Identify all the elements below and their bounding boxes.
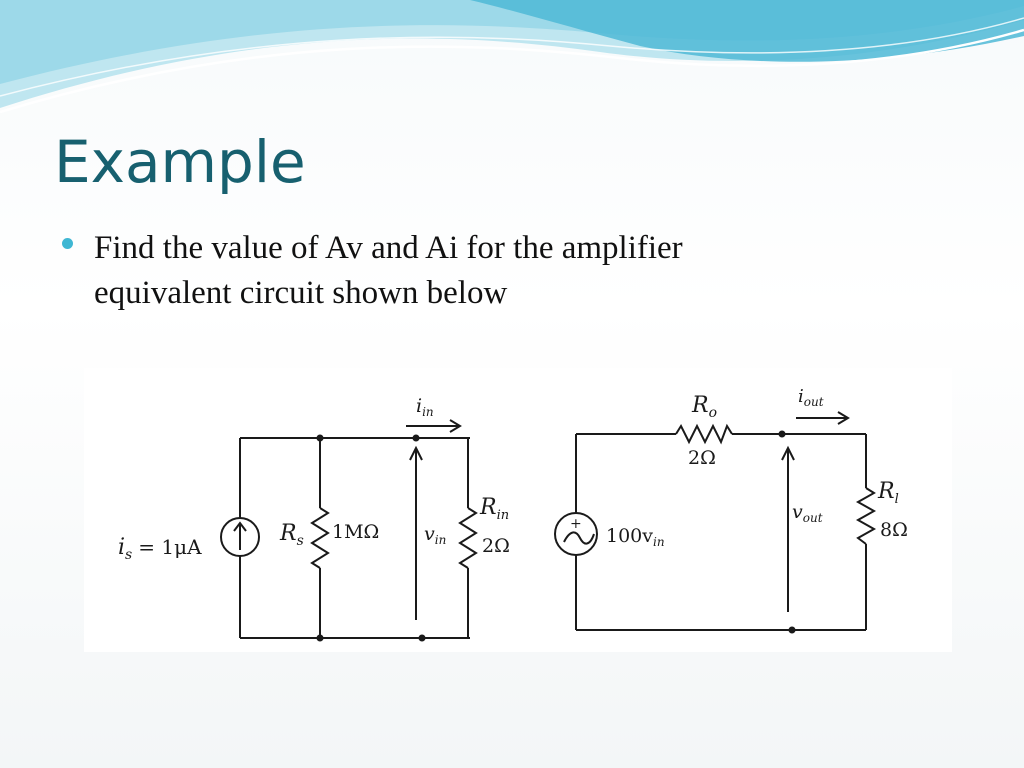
rin-value: 2Ω <box>482 535 510 557</box>
junction-dot <box>316 434 324 442</box>
vout-label: vout <box>792 501 823 525</box>
current-source-symbol <box>220 517 260 557</box>
slide-title: Example <box>54 128 306 196</box>
junction-dot <box>778 430 786 438</box>
junction-dot <box>788 626 796 634</box>
iin-arrow-icon <box>406 419 462 433</box>
junction-dot <box>412 434 420 442</box>
voltage-source-symbol <box>554 512 598 556</box>
iout-label: iout <box>798 386 824 409</box>
ro-value: 2Ω <box>688 447 716 469</box>
output-junction-dots <box>778 430 796 634</box>
junction-dot <box>418 634 426 642</box>
rs-label: Rs <box>279 521 304 549</box>
plus-sign: + <box>570 516 582 532</box>
current-source-arrow-icon <box>233 521 247 550</box>
ro-resistor-symbol <box>675 423 733 445</box>
ro-label: Ro <box>691 393 717 421</box>
rs-resistor-symbol <box>310 507 330 569</box>
rl-label: Rl <box>877 479 899 507</box>
vin-arrow-icon <box>409 445 423 620</box>
iin-label: iin <box>416 395 434 419</box>
amplifier-equivalent-circuit-diagram: is= 1μA Rs 1MΩ iin vin Rin 2Ω + Ro 2Ω io… <box>84 368 952 652</box>
vout-arrow-icon <box>781 445 795 612</box>
bullet-text: Find the value of Av and Ai for the ampl… <box>94 230 683 311</box>
is-label: is= 1μA <box>118 535 202 563</box>
bullet-dot-icon <box>62 238 73 249</box>
rin-label: Rin <box>479 495 509 523</box>
header-wave-decoration <box>0 0 1024 114</box>
input-circuit <box>220 419 478 639</box>
junction-dot <box>316 634 324 642</box>
rin-resistor-symbol <box>458 507 478 569</box>
output-circuit <box>554 411 877 631</box>
rs-value: 1MΩ <box>332 521 379 543</box>
input-junction-dots <box>316 434 426 642</box>
dependent-source-value: 100vin <box>606 525 665 549</box>
rl-resistor-symbol <box>855 487 877 545</box>
vin-label: vin <box>424 523 446 547</box>
rl-value: 8Ω <box>880 519 908 541</box>
iout-arrow-icon <box>796 411 850 425</box>
ac-wave-icon <box>563 531 595 545</box>
